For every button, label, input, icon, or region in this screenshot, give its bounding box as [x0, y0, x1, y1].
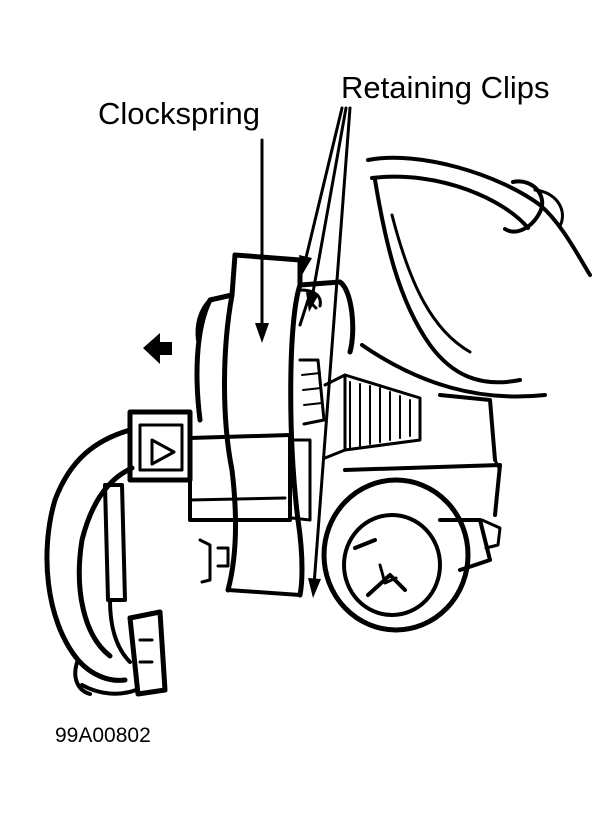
- steering-shaft-splines: [323, 373, 497, 462]
- left-arrow-icon: [143, 333, 172, 364]
- clockspring-body: [188, 252, 356, 598]
- column-connector: [321, 477, 502, 633]
- clockspring-callout: Clockspring: [98, 96, 260, 131]
- figure-id: 99A00802: [55, 724, 151, 747]
- wiring-harness: [44, 409, 193, 697]
- retaining-clips-callout: Retaining Clips: [341, 70, 550, 105]
- clockspring-leader: [255, 138, 269, 343]
- retaining-clips-leaders: [299, 106, 352, 598]
- steering-column-shroud: [343, 155, 592, 517]
